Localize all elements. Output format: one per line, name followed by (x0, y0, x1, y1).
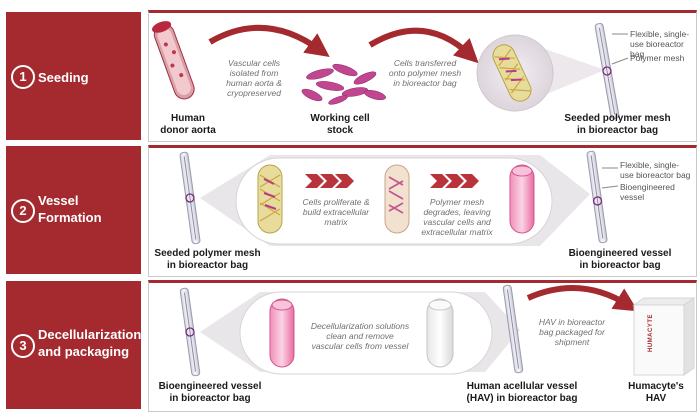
bioengineered-vessel-tube (269, 298, 295, 368)
bioreactor-bag (586, 150, 608, 244)
callout-bag: Flexible, single-use bioreactor bag (620, 160, 691, 180)
stage-2-bar: 2 Vessel Formation (6, 146, 141, 274)
label-hav-in-bag: Human acellular vessel (HAV) in bioreact… (466, 381, 578, 404)
cell-stock-illustration (301, 63, 386, 105)
stage-number: 1 (11, 65, 35, 89)
callout-bag: Flexible, single-use bioreactor bag (630, 29, 690, 59)
callout-mesh: Polymer mesh (630, 53, 685, 63)
acellular-vessel-tube (426, 298, 454, 368)
humacyte-logo: HUMACYTE (648, 314, 654, 352)
chevron-arrows (430, 174, 479, 188)
stage-title: Vessel Formation (38, 193, 102, 225)
seeded-mesh-tube (492, 44, 532, 102)
seeded-mesh-tube (257, 164, 283, 234)
bioengineered-vessel-tube (509, 164, 535, 234)
note-cells-proliferate: Cells proliferate & build extracellular … (302, 197, 370, 227)
label-bioengineered-vessel: Bioengineered vessel in bioreactor bag (158, 381, 262, 404)
callout-vessel: Bioengineered vessel (620, 182, 675, 202)
arrow-isolate (208, 24, 330, 58)
note-cells-isolated: Vascular cells isolated from human aorta… (226, 58, 282, 98)
bioreactor-bag (502, 284, 524, 374)
callout-line (611, 57, 629, 65)
bioreactor-bag (179, 151, 201, 245)
label-working-cell-stock: Working cell stock (310, 113, 370, 136)
note-decellularization: Decellularization solutions clean and re… (310, 321, 410, 351)
note-mesh-degrades: Polymer mesh degrades, leaving vascular … (421, 197, 493, 237)
stage-1-bar: 1 Seeding (6, 12, 141, 140)
stage-3-bar: 3 Decellularization and packaging (6, 281, 141, 409)
label-seeded-mesh: Seeded polymer mesh in bioreactor bag (154, 248, 261, 271)
hav-package (632, 297, 696, 376)
arrow-package (526, 285, 639, 312)
bioreactor-bag (594, 23, 620, 119)
arrow-transfer (368, 27, 479, 64)
bioreactor-bag (179, 287, 201, 377)
note-packaged-shipment: HAV in bioreactor bag packaged for shipm… (538, 317, 606, 347)
label-bioengineered-vessel: Bioengineered vessel in bioreactor bag (568, 248, 672, 271)
stage-title: Seeding (38, 70, 89, 85)
chevron-arrows (305, 174, 354, 188)
label-seeded-mesh: Seeded polymer mesh in bioreactor bag (564, 113, 671, 136)
aorta-illustration (152, 21, 195, 100)
stage-number: 2 (11, 199, 35, 223)
label-donor-aorta: Human donor aorta (160, 113, 216, 136)
label-humacyte-hav: Humacyte's HAV (628, 381, 684, 404)
proliferating-tube (384, 164, 410, 234)
callout-line (601, 185, 619, 189)
stage-title: Decellularization and packaging (38, 327, 142, 359)
note-cells-transferred: Cells transferred onto polymer mesh in b… (388, 58, 462, 88)
stage-number: 3 (11, 334, 35, 358)
